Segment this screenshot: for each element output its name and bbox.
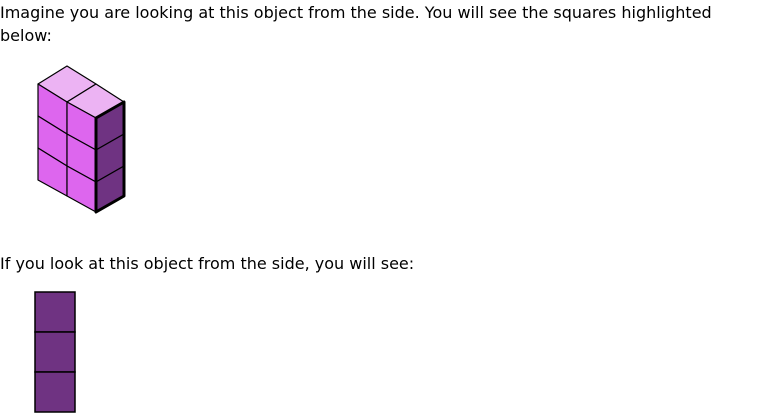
isometric-object [37, 65, 126, 214]
side-view-square-3 [34, 371, 76, 413]
side-view-square-1 [34, 291, 76, 333]
side-view-answer [34, 291, 76, 413]
highlight-outline [94, 100, 126, 214]
instruction-text: Imagine you are looking at this object f… [0, 3, 712, 45]
object-faces [37, 65, 125, 213]
question-text: If you look at this object from the side… [0, 254, 415, 273]
side-view-square-2 [34, 331, 76, 373]
